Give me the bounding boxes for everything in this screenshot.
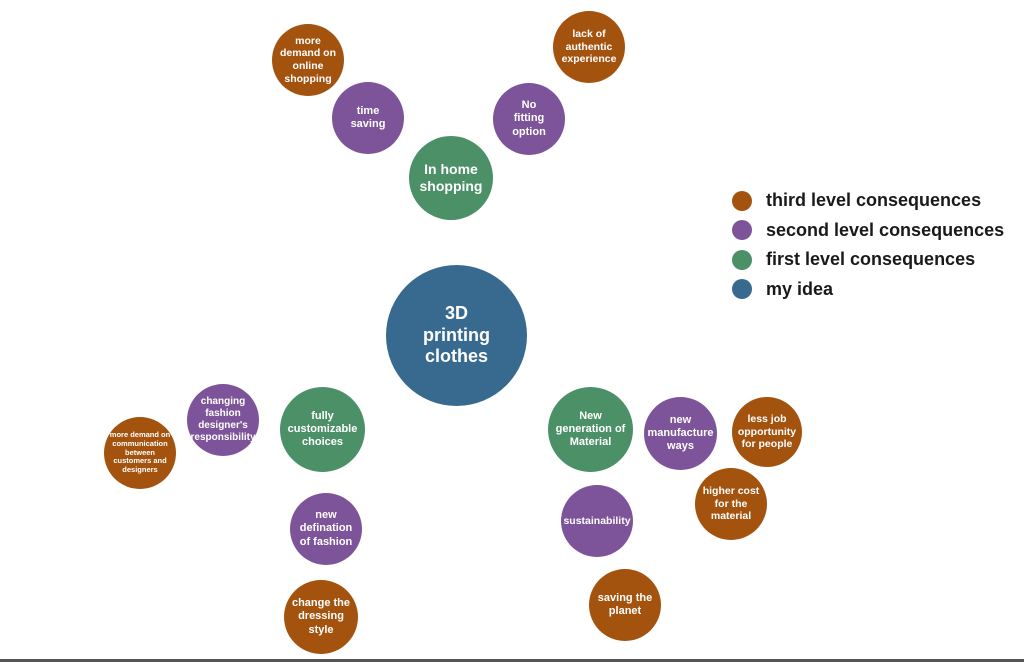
legend-swatch-second-level: [732, 220, 752, 241]
legend-label-my-idea: my idea: [766, 278, 834, 299]
node-sustainability: sustainability: [561, 485, 633, 557]
legend-swatch-first-level: [732, 249, 752, 270]
legend-label-first-level: first level consequences: [766, 249, 976, 270]
bottom-border-line: [0, 659, 1024, 662]
node-in-home-shopping: In home shopping: [409, 136, 493, 220]
legend-swatch-my-idea: [732, 279, 752, 300]
node-changing-fashion-designer-responsibility: changing fashion designer's responsibili…: [187, 384, 259, 456]
legend-label-second-level: second level consequences: [766, 219, 1005, 240]
node-lack-of-authentic-experience: lack of authentic experience: [553, 11, 625, 83]
node-no-fitting-option: No fitting option: [493, 83, 565, 155]
node-more-demand-on-communication: more demand on communication between cus…: [104, 417, 176, 489]
legend-item-second-level: second level consequences: [732, 216, 1004, 246]
legend-label-third-level: third level consequences: [766, 190, 982, 211]
node-saving-the-planet: saving the planet: [589, 569, 661, 641]
legend-item-third-level: third level consequences: [732, 186, 1004, 216]
legend-swatch-third-level: [732, 190, 752, 211]
legend-item-my-idea: my idea: [732, 275, 1004, 305]
node-change-the-dressing-style: change the dressing style: [284, 580, 358, 654]
legend-item-first-level: first level consequences: [732, 245, 1004, 275]
node-higher-cost-for-material: higher cost for the material: [695, 468, 767, 540]
legend: third level consequences second level co…: [732, 186, 1004, 304]
node-time-saving: time saving: [332, 82, 404, 154]
node-more-demand-online-shopping: more demand on online shopping: [272, 24, 344, 96]
node-new-generation-of-material: New generation of Material: [548, 387, 633, 472]
node-less-job-opportunity: less job opportunity for people: [732, 397, 802, 467]
node-my-idea-3d-printing-clothes: 3D printing clothes: [386, 265, 527, 406]
node-new-manufacture-ways: new manufacture ways: [644, 397, 717, 470]
node-fully-customizable-choices: fully customizable choices: [280, 387, 365, 472]
node-new-definition-of-fashion: new defination of fashion: [290, 493, 362, 565]
